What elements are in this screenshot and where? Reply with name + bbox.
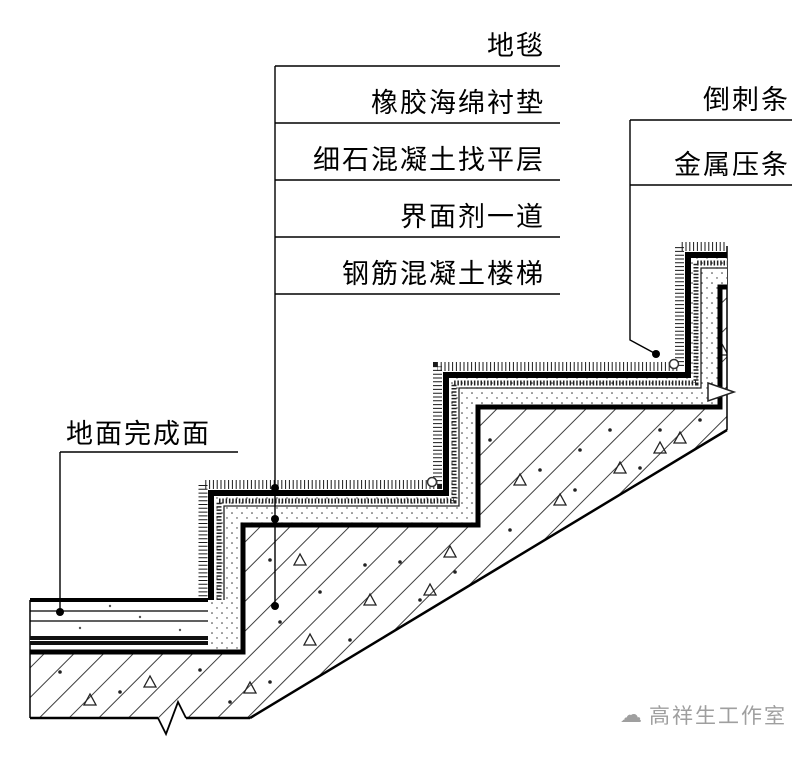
label-carpet: 地毯 <box>487 31 545 61</box>
aggregate-symbols <box>58 342 727 706</box>
cloud-logo-icon: ☁ <box>620 702 644 727</box>
leveling-layer-stipple <box>208 252 727 652</box>
break-line-symbol <box>157 699 187 737</box>
carpet-layer <box>208 252 727 600</box>
studio-watermark: ☁ 高祥生工作室 <box>620 700 787 730</box>
label-structure: 钢筋混凝土楼梯 <box>342 259 545 289</box>
edge-break-triangle <box>707 381 737 403</box>
tack-strip-markers <box>426 358 680 488</box>
material-marker-dots <box>271 484 279 610</box>
carpet-fuzz-texture <box>198 242 727 600</box>
label-cushion: 橡胶海绵衬垫 <box>371 88 545 118</box>
concrete-mass-hatch <box>30 287 727 718</box>
leader-right <box>629 119 792 358</box>
cushion-layer <box>216 260 727 600</box>
metal-strip-marker-dot <box>652 350 660 358</box>
cushion-boundary-line <box>223 267 727 600</box>
studio-name: 高祥生工作室 <box>649 705 787 728</box>
leader-middle-stack <box>271 65 560 610</box>
label-tack-strip: 倒刺条 <box>703 85 790 115</box>
label-metal-strip: 金属压条 <box>674 150 790 180</box>
leader-left <box>56 451 238 616</box>
floor-finish-marker-dot <box>56 608 64 616</box>
floor-finish-layers <box>30 598 208 645</box>
structure-outline <box>30 284 727 655</box>
label-leveling: 细石混凝土找平层 <box>313 145 545 175</box>
label-interface: 界面剂一道 <box>400 202 545 232</box>
label-floor-finish: 地面完成面 <box>66 419 211 449</box>
